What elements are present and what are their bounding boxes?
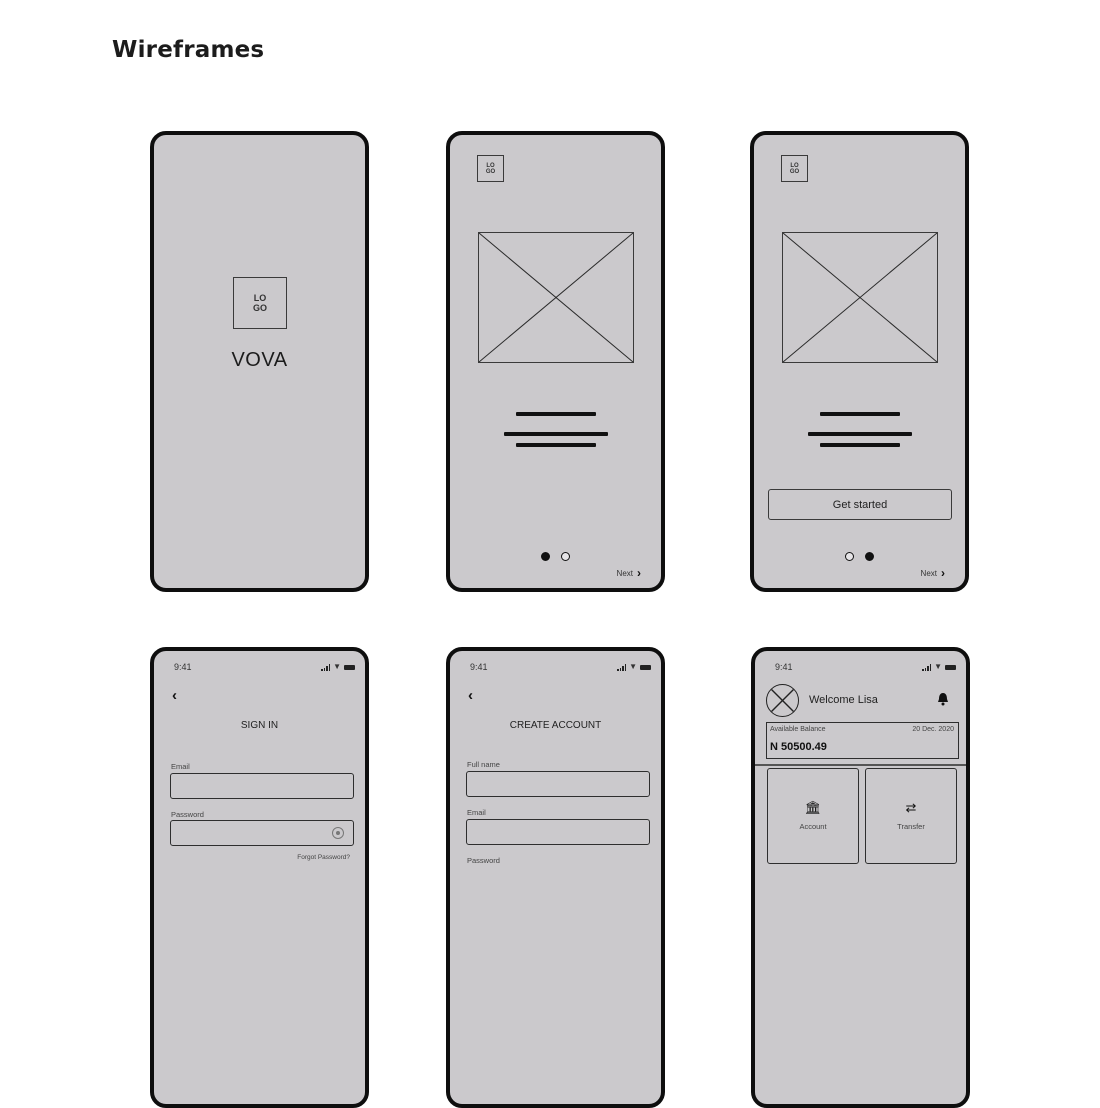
bank-icon: 🏛 — [804, 800, 822, 815]
logo-text-line1: LO — [253, 293, 267, 303]
email-field[interactable] — [170, 773, 354, 799]
balance-date: 20 Dec. 2020 — [912, 726, 954, 733]
chevron-right-icon: › — [941, 566, 945, 580]
text-line-placeholder — [516, 412, 596, 416]
phone-create-account: 9:41 ▼ ‹ CREATE ACCOUNT Full name Email … — [446, 647, 665, 1108]
account-tile[interactable]: 🏛 Account — [767, 768, 859, 864]
wifi-icon: ▼ — [934, 662, 942, 671]
battery-icon — [640, 664, 651, 670]
pagination-dot-active[interactable] — [865, 552, 874, 561]
page-title: Wireframes — [112, 37, 265, 63]
battery-icon — [344, 664, 355, 670]
brand-name: VOVA — [231, 349, 288, 371]
email-label: Email — [171, 762, 190, 771]
pagination-dot-inactive[interactable] — [845, 552, 854, 561]
fullname-field[interactable] — [466, 771, 650, 797]
wifi-icon: ▼ — [629, 662, 637, 671]
balance-amount: N 50500.49 — [770, 741, 827, 753]
email-field[interactable] — [466, 819, 650, 845]
fullname-label: Full name — [467, 760, 500, 769]
text-line-placeholder — [820, 412, 900, 416]
phone-dashboard: 9:41 ▼ Welcome Lisa Available Balance 20… — [751, 647, 970, 1108]
eye-icon[interactable] — [332, 827, 344, 839]
signal-icon — [321, 663, 331, 671]
screen-title: CREATE ACCOUNT — [509, 720, 602, 731]
transfer-icon: ⇄ — [905, 800, 917, 815]
image-placeholder-icon — [478, 232, 634, 363]
screen-title: SIGN IN — [240, 720, 279, 731]
logo-text-line1: LO — [790, 162, 799, 169]
status-time: 9:41 — [470, 662, 488, 672]
next-button[interactable]: Next › — [617, 566, 641, 580]
battery-icon — [945, 664, 956, 670]
text-line-placeholder — [504, 432, 608, 436]
status-bar: 9:41 ▼ — [775, 661, 956, 673]
text-line-placeholder — [516, 443, 596, 447]
chevron-right-icon: › — [637, 566, 641, 580]
avatar[interactable] — [766, 684, 799, 717]
status-bar: 9:41 ▼ — [470, 661, 651, 673]
password-label: Password — [171, 810, 204, 819]
welcome-text: Welcome Lisa — [809, 694, 878, 706]
status-bar: 9:41 ▼ — [174, 661, 355, 673]
status-time: 9:41 — [775, 662, 793, 672]
status-time: 9:41 — [174, 662, 192, 672]
transfer-tile[interactable]: ⇄ Transfer — [865, 768, 957, 864]
pagination-dot-active[interactable] — [541, 552, 550, 561]
balance-card: Available Balance 20 Dec. 2020 N 50500.4… — [766, 722, 959, 759]
forgot-password-link[interactable]: Forgot Password? — [297, 854, 350, 861]
next-label: Next — [920, 568, 937, 578]
tile-label: Account — [799, 822, 827, 831]
balance-label: Available Balance — [770, 726, 826, 733]
text-line-placeholder — [820, 443, 900, 447]
get-started-button[interactable]: Get started — [768, 489, 952, 520]
next-label: Next — [616, 568, 633, 578]
password-field[interactable] — [170, 820, 354, 846]
signal-icon — [617, 663, 627, 671]
logo-text-line2: GO — [252, 303, 267, 313]
text-line-placeholder — [808, 432, 912, 436]
logo-text-line1: LO — [486, 162, 495, 169]
bell-icon[interactable] — [936, 692, 950, 706]
pagination-dots — [754, 552, 965, 561]
logo-text-line2: GO — [485, 168, 496, 175]
tile-label: Transfer — [897, 822, 925, 831]
signal-icon — [922, 663, 932, 671]
divider — [755, 764, 966, 766]
wifi-icon: ▼ — [333, 662, 341, 671]
password-label: Password — [467, 856, 500, 865]
image-placeholder-icon — [782, 232, 938, 363]
chevron-left-icon[interactable]: ‹ — [172, 687, 177, 704]
next-button[interactable]: Next › — [921, 566, 945, 580]
logo-text-line2: GO — [789, 168, 800, 175]
email-label: Email — [467, 808, 486, 817]
chevron-left-icon[interactable]: ‹ — [468, 687, 473, 704]
pagination-dots — [450, 552, 661, 561]
pagination-dot-inactive[interactable] — [561, 552, 570, 561]
phone-sign-in: 9:41 ▼ ‹ SIGN IN Email Password Forgot P… — [150, 647, 369, 1108]
